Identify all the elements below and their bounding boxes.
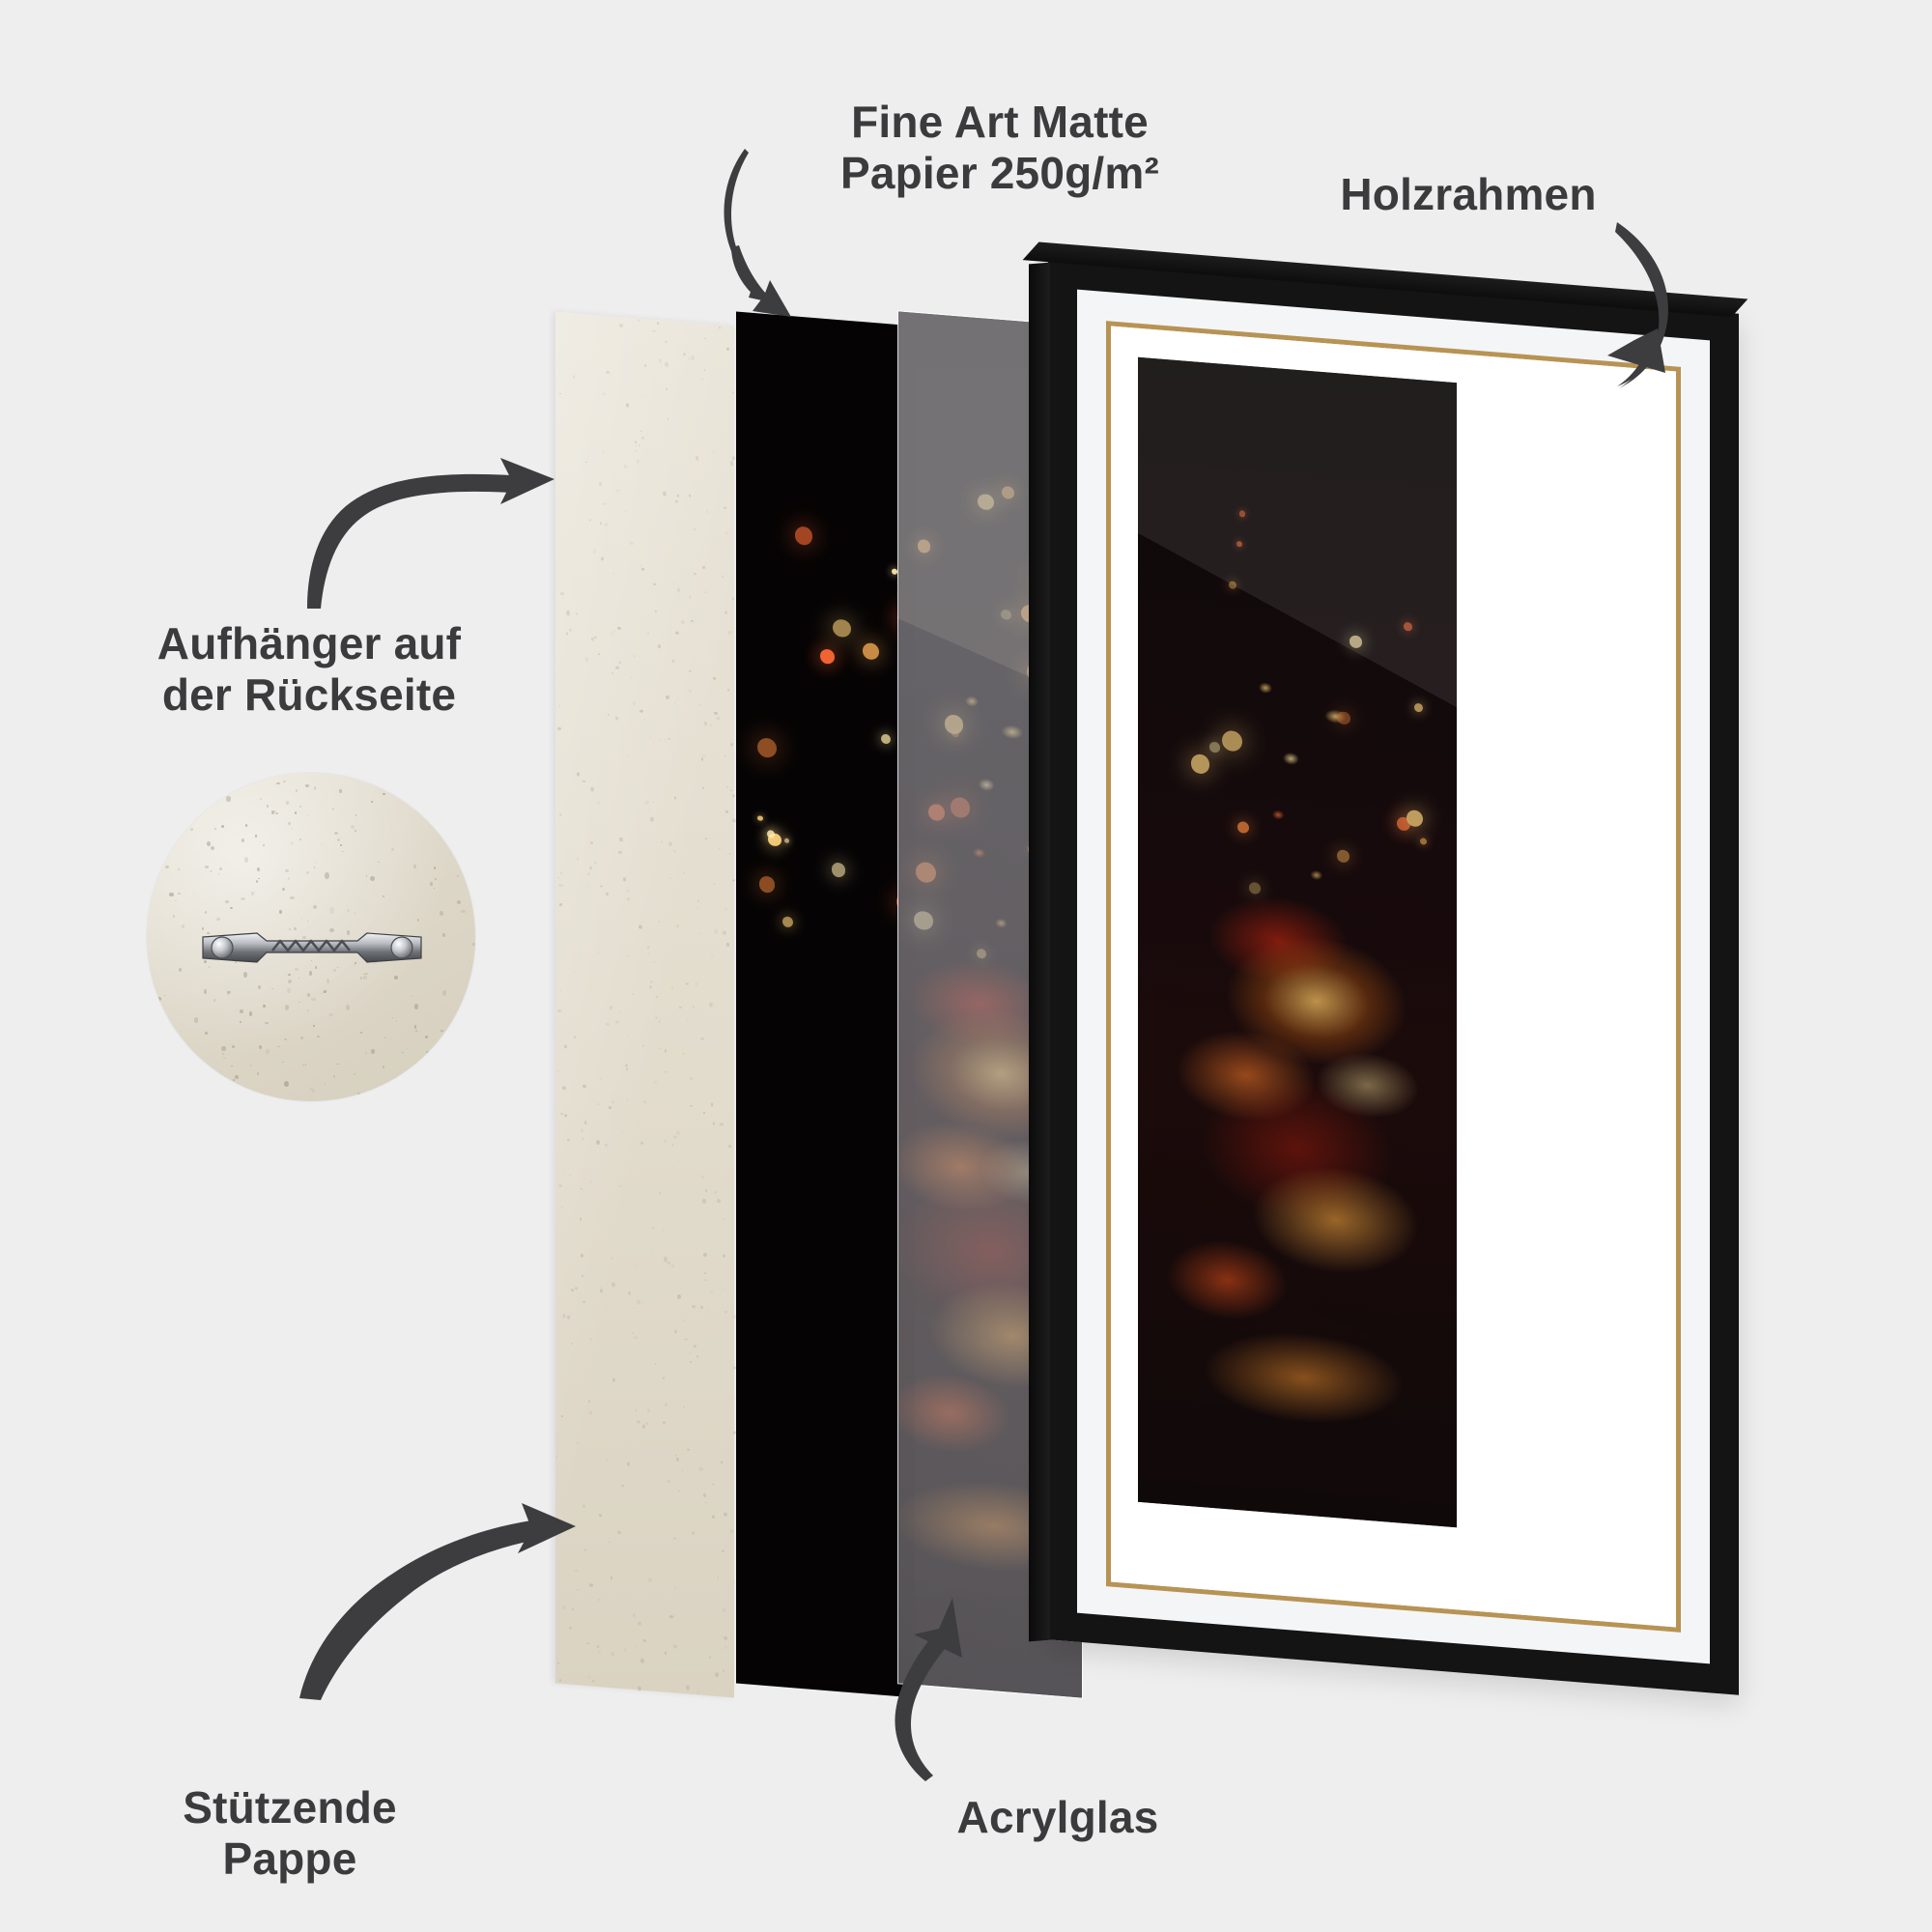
wood-frame <box>1022 242 1748 1695</box>
arrow-to-paper-icon <box>724 149 791 317</box>
arrow-to-cardboard-top-icon <box>307 458 554 609</box>
frame-mat <box>1111 326 1676 1628</box>
hanger-detail-circle <box>147 773 475 1101</box>
label-acrylic: Acrylglas <box>956 1792 1159 1842</box>
label-paper: Fine Art Matte Papier 250g/m² <box>839 97 1160 199</box>
framed-artwork <box>1138 356 1457 1528</box>
arrow-to-cardboard-bottom-icon <box>299 1503 576 1700</box>
frame-outer-moulding <box>1048 258 1739 1695</box>
label-cardboard: Stützende Pappe <box>183 1782 397 1885</box>
sawtooth-hanger-icon <box>202 932 422 963</box>
label-frame: Holzrahmen <box>1340 169 1597 219</box>
arrow-to-acrylic-icon <box>895 1598 962 1781</box>
artwork-embers-framed <box>1138 356 1457 1528</box>
print-panel <box>736 311 915 1698</box>
frame-left-depth <box>1029 262 1050 1642</box>
arrow-to-frame-icon <box>1607 222 1668 388</box>
label-hanger: Aufhänger auf der Rückseite <box>156 618 462 721</box>
